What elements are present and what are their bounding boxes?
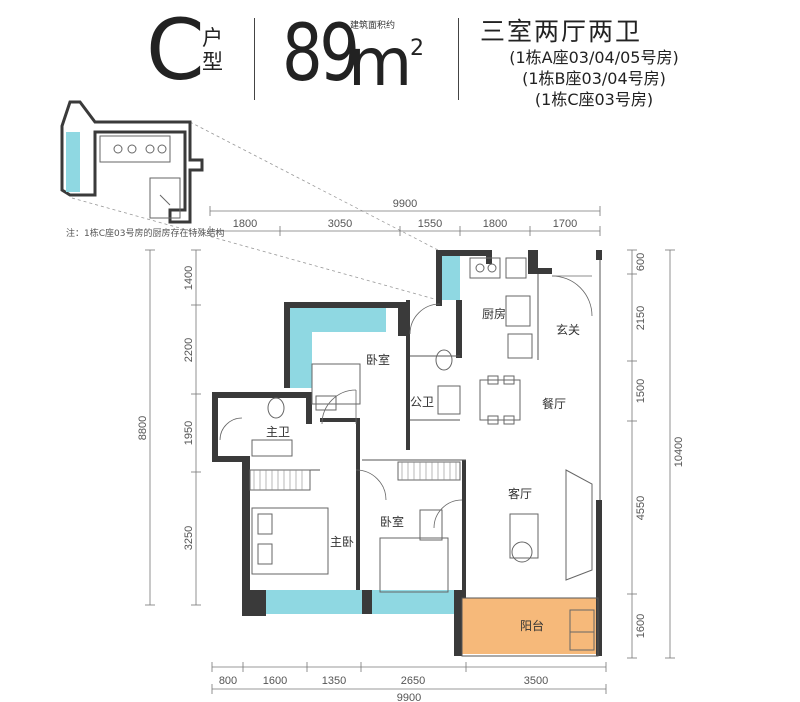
walls [212,250,602,656]
dim-right-total: 10400 [673,437,685,468]
dim-top-2: 3050 [328,218,352,230]
dim-right-3: 1500 [635,379,647,403]
layout-title: 三室两厅两卫 [480,17,643,46]
room-kitchen: 厨房 [482,306,506,321]
dim-top-4: 1800 [483,218,507,230]
area-value: 89 [282,9,360,99]
basin-master [251,439,293,457]
fridge [505,257,527,279]
room-master-bedroom: 主卧 [330,535,354,549]
building-line-2: (1栋B座03/04号房) [522,69,666,88]
furniture [249,257,595,651]
room-balcony: 阳台 [520,618,544,633]
kitchen-sink [505,295,531,327]
area-unit-superscript: 2 [410,36,424,61]
doors [219,275,593,529]
bed-south [379,537,449,593]
toilet-master [267,397,285,419]
room-master-bath: 主卫 [266,425,290,439]
kitchen-inset [60,100,204,224]
room-bedroom-south: 卧室 [380,514,404,529]
dim-bottom-3: 1350 [322,675,346,687]
inset-window [66,132,80,192]
dim-bottom-4: 2650 [401,675,425,687]
dim-right-4: 4550 [635,496,647,520]
inset-projection-lines [71,121,439,301]
dim-bottom-2: 1600 [263,675,287,687]
window-fills [266,256,460,614]
dim-top-5: 1700 [553,218,577,230]
unit-type-suffix: 户型 [202,26,223,74]
dim-left-3: 1950 [183,421,195,445]
balcony-fill [462,598,598,654]
thin-outlines [250,260,601,657]
dimension-lines [145,206,675,694]
dim-bottom-total: 9900 [397,692,421,702]
dim-top-1: 1800 [233,218,257,230]
sofa [565,469,593,581]
wardrobe-bedroom [397,461,461,481]
room-bedroom-north: 卧室 [366,352,390,367]
inset-stove [99,135,171,163]
header-divider-1 [254,18,255,100]
wardrobe-hatch [253,462,457,490]
toilet-public [435,349,453,371]
area-unit: m [348,24,413,101]
basin-public [437,385,461,415]
dim-right-5: 1600 [635,614,647,638]
dim-left-2: 2200 [183,338,195,362]
dim-left-1: 1400 [183,266,195,290]
room-dining: 餐厅 [542,396,566,411]
header-divider-2 [458,18,459,100]
room-public-bath: 公卫 [410,395,434,409]
bed-master [251,507,329,575]
room-living: 客厅 [508,486,532,501]
dim-left-4: 3250 [183,526,195,550]
special-structure-note: 注：1栋C座03号房的厨房存在特殊结构 [66,229,225,239]
dim-left-total: 8800 [137,416,149,440]
room-foyer: 玄关 [556,322,580,337]
stove [469,257,501,279]
inset-sink [149,177,181,219]
desk [419,509,443,541]
dim-bottom-5: 3500 [524,675,548,687]
side-table [511,541,533,563]
coffee-table [509,513,539,559]
dim-top-total: 9900 [393,198,417,210]
dim-bottom-1: 800 [219,675,237,687]
dim-right-1: 600 [635,253,647,271]
dim-right-2: 2150 [635,306,647,330]
dim-top-3: 1550 [418,218,442,230]
kitchen-counter [507,333,533,359]
unit-type-letter: C [146,1,205,99]
building-line-1: (1栋A座03/04/05号房) [509,48,679,67]
building-line-3: (1栋C座03号房) [534,90,654,109]
wardrobe-master [249,469,311,491]
dining-table [479,379,521,421]
area-caption: 建筑面积约 [350,21,396,31]
